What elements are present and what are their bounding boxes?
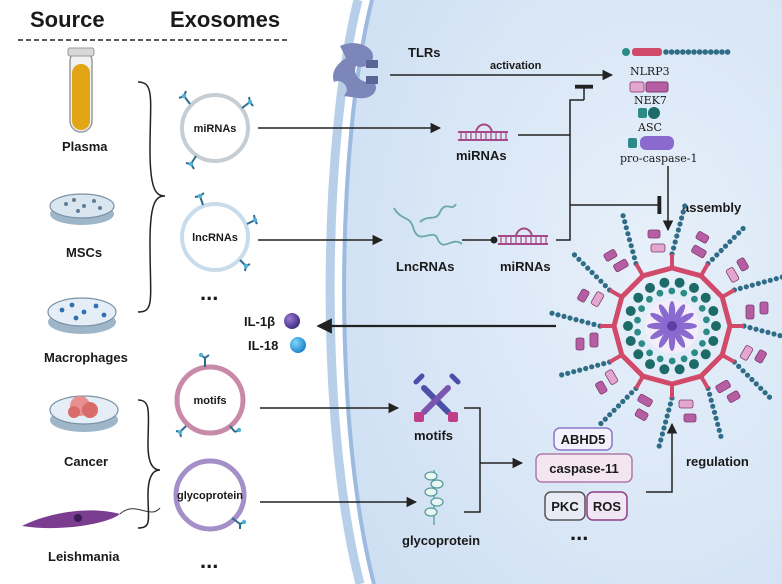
header-source: Source — [30, 7, 105, 32]
source-cancer: Cancer — [64, 454, 108, 469]
mirna-inhibit-path — [518, 99, 584, 136]
exosome-motifs-label: motifs — [194, 395, 227, 407]
component-nek7: NEK7 — [634, 94, 667, 107]
motifs-cytoplasm-label: motifs — [414, 428, 453, 443]
il1b-molecule-icon — [284, 313, 300, 329]
mscs-dish-icon — [49, 193, 115, 225]
brace-top — [137, 81, 166, 313]
svg-text:caspase-11: caspase-11 — [549, 461, 618, 476]
plasma-tube-icon — [67, 47, 95, 133]
component-nlrp3: NLRP3 — [630, 65, 670, 78]
lncrnas-cytoplasm-label: LncRNAs — [396, 259, 455, 274]
exosome-motifs: motifs — [174, 352, 246, 438]
nlrp3-protein — [622, 48, 731, 56]
regulation-label: regulation — [686, 454, 749, 469]
nlrp3-lrr-beads — [663, 49, 731, 55]
lncrna-sponge-dot — [490, 236, 498, 244]
assembly-label: assembly — [682, 200, 742, 215]
regulator-caspase-11: caspase-11 — [535, 453, 633, 483]
il18-molecule-icon — [290, 337, 306, 353]
svg-text:ABHD5: ABHD5 — [561, 432, 606, 447]
macrophages-dish-icon — [47, 297, 117, 334]
component-asc: ASC — [637, 121, 662, 134]
cytokine-il1b-label: IL-1β — [244, 314, 275, 329]
mirna-hairpin-icon-1 — [458, 123, 508, 141]
activation-label: activation — [490, 60, 542, 72]
exosome-lncrnas: lncRNAs — [180, 192, 258, 272]
regulator-bracket — [464, 407, 481, 513]
regulator-abhd5: ABHD5 — [553, 427, 613, 451]
exosome-ellipsis-bottom: ... — [200, 548, 218, 573]
svg-text:PKC: PKC — [551, 499, 579, 514]
lncrna-icon — [393, 203, 463, 246]
glycoprotein-icon — [424, 470, 444, 525]
mirna-hairpin-icon-2 — [498, 227, 548, 245]
mirnas2-cytoplasm-label: miRNAs — [500, 259, 551, 274]
exosome-lncrnas-label: lncRNAs — [192, 232, 238, 244]
mirnas-cytoplasm-label: miRNAs — [456, 148, 507, 163]
tlr-receptor-icon — [333, 43, 378, 99]
regulators-ellipsis: ... — [570, 520, 588, 545]
cancer-dish-icon — [49, 395, 119, 432]
pro-caspase-1-protein — [628, 136, 674, 150]
regulator-pkc: PKC — [544, 491, 586, 521]
component-pro-caspase-1: pro-caspase-1 — [620, 152, 697, 165]
regulator-ros: ROS — [586, 491, 628, 521]
source-plasma: Plasma — [62, 139, 108, 154]
asc-protein — [638, 107, 660, 119]
nlrp3-inflammasome-complex — [549, 203, 782, 449]
source-mscs: MSCs — [66, 245, 102, 260]
exosome-glycoprotein: glycoprotein — [173, 458, 247, 532]
exosome-mirnas-label: miRNAs — [194, 123, 237, 135]
brace-bottom — [137, 399, 161, 529]
source-leishmania: Leishmania — [48, 549, 120, 564]
exosome-mirnas: miRNAs — [178, 90, 254, 170]
exosome-glycoprotein-label: glycoprotein — [177, 490, 243, 502]
motifs-receptor-icon — [413, 373, 461, 422]
nek7-protein — [629, 81, 669, 93]
leishmania-icon — [22, 507, 161, 529]
header-exosomes: Exosomes — [170, 7, 280, 32]
cytokine-il18-label: IL-18 — [248, 338, 278, 353]
regulation-arrow — [646, 422, 678, 493]
glycoprotein-cytoplasm-label: glycoprotein — [402, 533, 480, 548]
mirna2-inhibit-path — [556, 205, 571, 241]
svg-text:ROS: ROS — [593, 499, 622, 514]
source-macrophages: Macrophages — [44, 350, 128, 365]
tlrs-label: TLRs — [408, 45, 441, 60]
exosome-ellipsis-top: ... — [200, 280, 218, 305]
